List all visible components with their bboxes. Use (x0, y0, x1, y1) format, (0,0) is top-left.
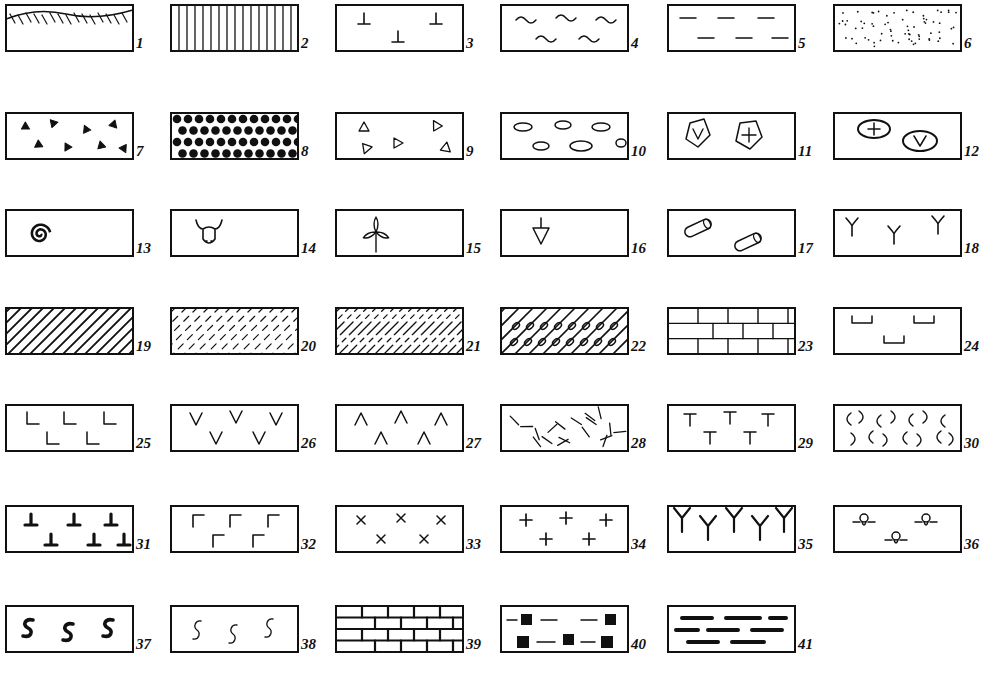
symbol-box (668, 308, 795, 354)
symbol-box (6, 5, 133, 51)
callout-number: 16 (631, 241, 646, 256)
symbol-box (501, 113, 628, 159)
callout-number: 4 (631, 36, 639, 51)
symbol-box (6, 405, 133, 451)
callout-number: 39 (466, 637, 481, 652)
callout-number: 36 (964, 537, 979, 552)
symbol-box (171, 5, 298, 51)
symbol-box (171, 405, 298, 451)
callout-number: 35 (798, 537, 813, 552)
symbol-box (834, 5, 961, 51)
callout-number: 38 (301, 637, 316, 652)
symbol-box (6, 506, 133, 552)
symbol-box (668, 606, 795, 652)
callout-number: 19 (136, 339, 151, 354)
callout-number: 33 (466, 537, 481, 552)
symbol-box (336, 606, 463, 652)
callout-number: 24 (964, 339, 979, 354)
symbol-box (171, 210, 298, 256)
symbol-box (668, 210, 795, 256)
callout-number: 15 (466, 241, 481, 256)
symbol-box (336, 506, 463, 552)
callout-number: 8 (301, 144, 309, 159)
callout-number: 20 (301, 339, 316, 354)
symbol-box (0, 308, 186, 358)
symbol-box (834, 506, 961, 552)
symbol-box (171, 113, 308, 159)
callout-number: 29 (798, 436, 813, 451)
callout-number: 21 (466, 339, 481, 354)
callout-number: 6 (964, 36, 972, 51)
symbol-box (125, 308, 351, 358)
callout-number: 13 (136, 241, 151, 256)
symbol-box (834, 405, 961, 451)
symbol-box (455, 308, 687, 358)
symbol-box (501, 210, 628, 256)
symbol-box (834, 210, 961, 256)
symbol-box (6, 113, 133, 159)
callout-number: 37 (136, 637, 151, 652)
callout-number: 2 (301, 36, 309, 51)
callout-number: 18 (964, 241, 979, 256)
symbol-box (668, 405, 795, 451)
callout-number: 3 (466, 36, 474, 51)
symbol-box (501, 506, 628, 552)
symbol-box (834, 308, 961, 354)
callout-number: 40 (631, 637, 646, 652)
callout-number: 28 (631, 436, 646, 451)
callout-number: 31 (136, 537, 151, 552)
callout-number: 30 (964, 436, 979, 451)
callout-number: 14 (301, 241, 316, 256)
symbol-box (336, 113, 463, 159)
callout-number: 10 (631, 144, 646, 159)
callout-number: 5 (798, 36, 806, 51)
callout-number: 7 (136, 144, 144, 159)
symbol-box (336, 5, 463, 51)
callout-number: 41 (798, 637, 813, 652)
symbol-box (171, 606, 298, 652)
symbol-box (336, 405, 463, 451)
symbol-box (668, 506, 795, 552)
symbol-box (6, 606, 133, 652)
symbol-box (290, 308, 520, 358)
callout-number: 27 (466, 436, 481, 451)
symbol-box (668, 5, 795, 51)
callout-number: 26 (301, 436, 316, 451)
symbol-box (834, 113, 961, 159)
symbol-box (6, 210, 133, 256)
callout-number: 23 (798, 339, 813, 354)
callout-number: 32 (301, 537, 316, 552)
symbol-box (171, 506, 298, 552)
callout-number: 1 (136, 36, 144, 51)
callout-number: 17 (798, 241, 813, 256)
symbol-box (336, 210, 463, 256)
callout-number: 25 (136, 436, 151, 451)
callout-number: 22 (631, 339, 646, 354)
symbol-box (501, 606, 628, 652)
symbol-box (501, 5, 628, 51)
callout-number: 11 (798, 144, 812, 159)
symbol-box (501, 405, 628, 451)
callout-number: 34 (631, 537, 646, 552)
callout-number: 9 (466, 144, 474, 159)
symbol-box (668, 113, 795, 159)
callout-number: 12 (964, 144, 979, 159)
